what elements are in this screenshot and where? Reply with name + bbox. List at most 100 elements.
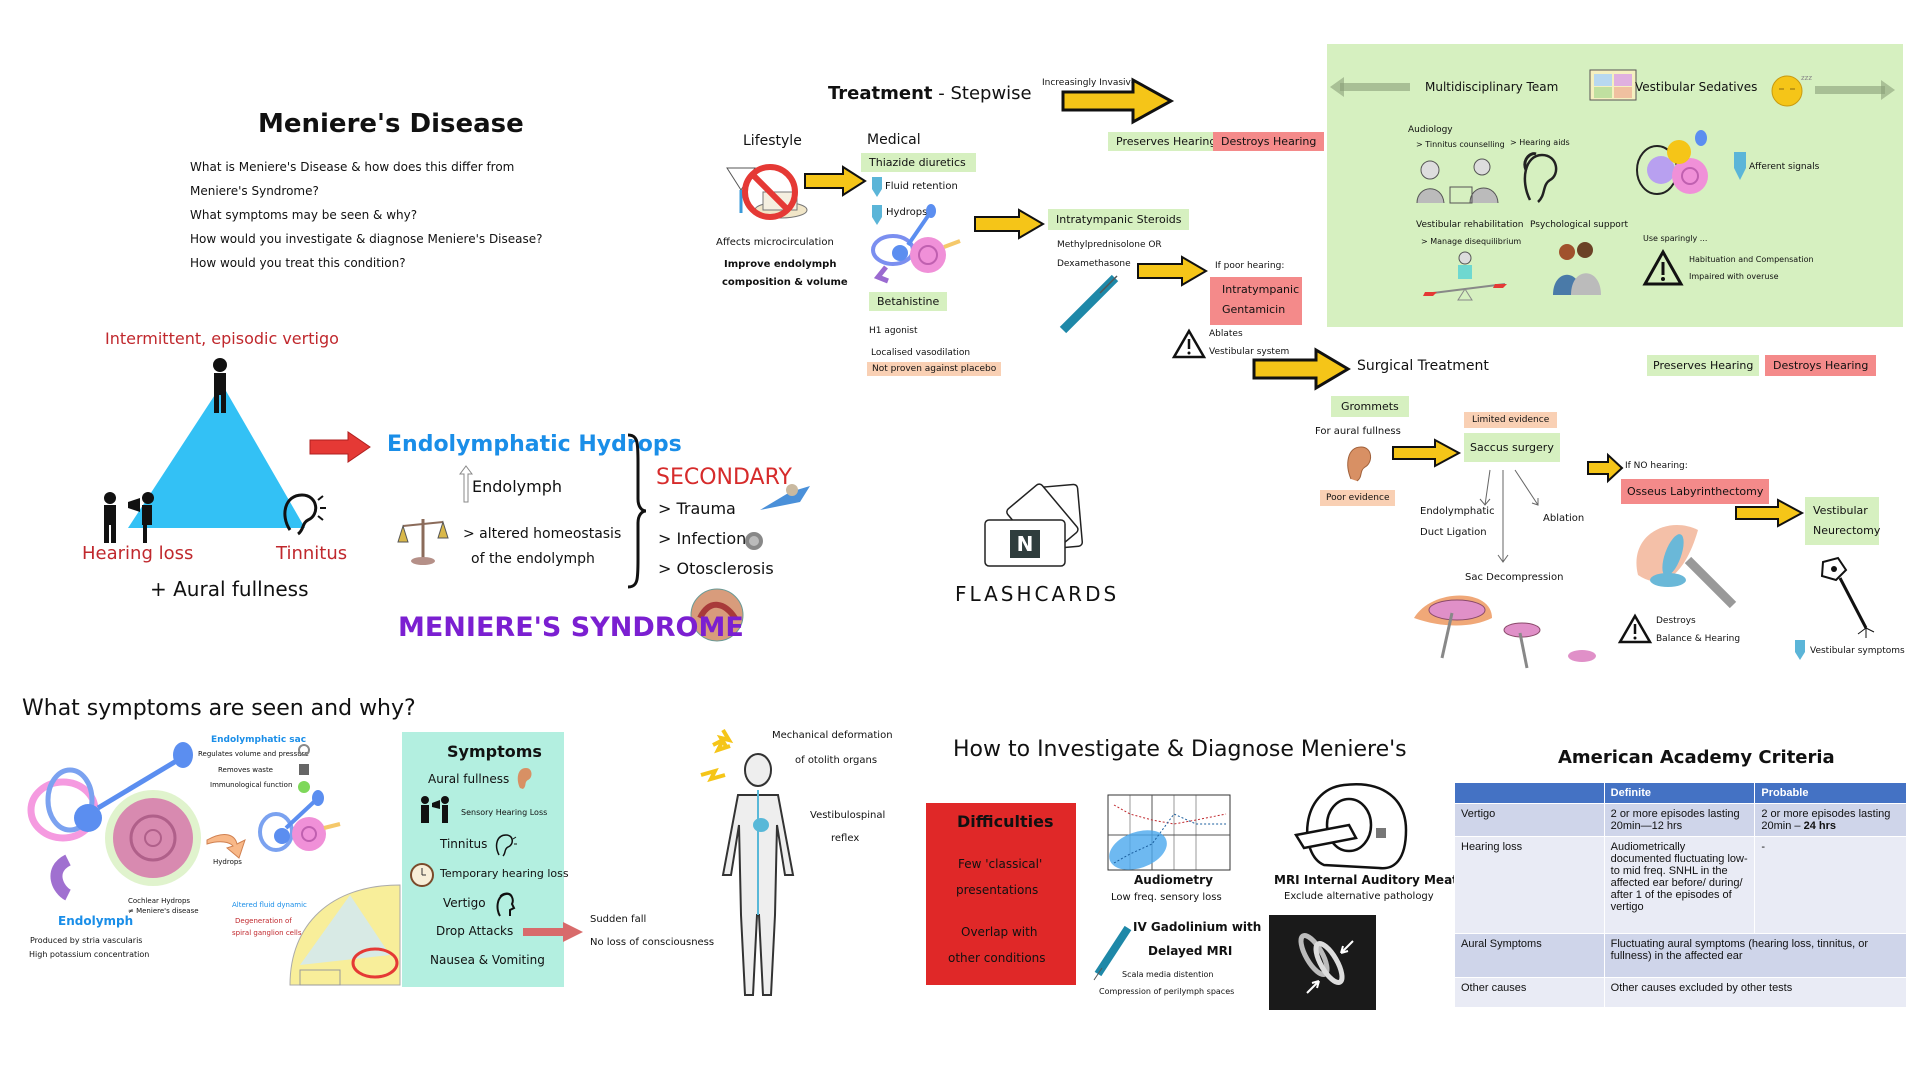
labyrinthectomy-box: Osseus Labyrinthectomy <box>1621 479 1770 504</box>
invasive-arrow-icon <box>1061 77 1175 125</box>
steroids-box: Intratympanic Steroids <box>1048 209 1190 230</box>
invasive-label: Increasingly Invasive <box>1042 78 1137 88</box>
altered-fluid-label: Altered fluid dynamic <box>232 901 307 909</box>
destroys-label-1: Destroys <box>1656 616 1696 626</box>
table-row: Hearing loss Audiometrically documented … <box>1454 836 1907 934</box>
poor-evidence-note: Poor evidence <box>1320 490 1396 506</box>
audiometry-note: Low freq. sensory loss <box>1111 892 1222 903</box>
hearing-aid-ear-icon <box>1523 152 1558 203</box>
cell-merged: Other causes excluded by other tests <box>1603 977 1908 1008</box>
vestibular-symptoms-label: Vestibular symptoms <box>1810 646 1905 656</box>
right-fade-arrow-icon <box>1815 80 1895 100</box>
h1-agonist-label: H1 agonist <box>869 326 918 336</box>
warning-icon <box>1617 613 1653 644</box>
arrow-labyrinthectomy-icon <box>1587 452 1624 484</box>
cochlear-hydrops-1: Cochlear Hydrops <box>128 897 191 905</box>
endolymph-title: Endolymph <box>58 914 134 928</box>
cell-probable: 2 or more episodes lasting 20min – 24 hr… <box>1754 803 1907 837</box>
vertigo-person-icon <box>213 358 227 413</box>
tinnitus-ear-icon <box>495 834 517 857</box>
table-header <box>1454 782 1605 804</box>
trauma-figure-icon <box>760 484 810 510</box>
question: How would you investigate & diagnose Men… <box>190 232 543 246</box>
scales-icon <box>397 519 449 565</box>
cell-merged: Fluctuating aural symptoms (hearing loss… <box>1603 933 1908 978</box>
habituation-label-1: Habituation and Compensation <box>1689 255 1814 264</box>
legend-destroys: Destroys Hearing <box>1213 132 1325 151</box>
gadolinium-note-1: Scala media distention <box>1122 970 1214 979</box>
neuron-icon <box>1820 556 1875 638</box>
difficulty-1b: presentations <box>956 883 1039 897</box>
down-arrow-icon <box>1795 640 1805 660</box>
ear-icon <box>1347 446 1371 482</box>
mri-scan-detail <box>1298 933 1354 994</box>
difficulty-1a: Few 'classical' <box>958 857 1043 871</box>
homeostasis-line-2: of the endolymph <box>471 551 595 567</box>
difficulty-2a: Overlap with <box>961 925 1038 939</box>
hearing-loss-icon <box>104 492 154 543</box>
arrow-saccus-icon <box>1392 438 1462 468</box>
labyrinthectomy-image <box>1636 525 1737 609</box>
aural-fullness-note: For aural fullness <box>1315 426 1401 437</box>
saccus-branch-arrows <box>1479 469 1539 563</box>
destroys-label-2: Balance & Hearing <box>1656 634 1741 644</box>
neurectomy-label-2: Neurectomy <box>1813 524 1881 537</box>
arrow-surgical-icon <box>1252 347 1351 391</box>
endolymph-label: Endolymph <box>472 477 562 496</box>
mechanical-label-2: of otolith organs <box>795 755 878 766</box>
video-call-icon <box>1589 69 1637 101</box>
surgical-title: Surgical Treatment <box>1357 358 1489 374</box>
legend-preserves: Preserves Hearing <box>1108 132 1225 151</box>
hydrops-label: Hydrops <box>886 207 928 218</box>
secondary-trauma: > Trauma <box>658 499 736 518</box>
sleeping-face-icon: zzz <box>1771 74 1812 107</box>
duct-ligation-1: Endolymphatic <box>1420 506 1495 517</box>
degeneration-label-1: Degeneration of <box>235 917 292 925</box>
homeostasis-line-1: > altered homeostasis <box>463 526 622 542</box>
audiology-label: Audiology <box>1408 125 1453 135</box>
arrow-steroids-gentamicin-icon <box>1137 255 1208 287</box>
fluid-retention-label: Fluid retention <box>885 181 958 192</box>
sac-function-3: Immunological function <box>210 781 293 789</box>
logo-mark: N <box>1017 532 1034 556</box>
table-row: Vertigo 2 or more episodes lasting 20min… <box>1454 803 1907 837</box>
poor-hearing-label: If poor hearing: <box>1215 261 1285 271</box>
habituation-label-2: Impaired with overuse <box>1689 272 1779 281</box>
table-header-row: Definite Probable <box>1454 782 1907 804</box>
hydrops-arrow-icon <box>206 834 246 859</box>
svg-text:zzz: zzz <box>1801 74 1812 82</box>
sac-function-icons <box>298 744 310 793</box>
sac-function-1: Regulates volume and pressure <box>198 750 309 758</box>
secondary-title: SECONDARY <box>656 465 792 490</box>
steroid-drug-1: Methylprednisolone OR <box>1057 240 1162 250</box>
gadolinium-label-2: Delayed MRI <box>1148 944 1233 958</box>
criteria-title: American Academy Criteria <box>1558 747 1835 768</box>
symptoms-box-title: Symptoms <box>447 742 542 761</box>
duct-ligation-2: Duct Ligation <box>1420 527 1487 538</box>
symptom-item: Tinnitus <box>440 837 488 851</box>
red-arrow-icon <box>309 431 371 463</box>
arrow-lifestyle-medical-icon <box>804 165 867 197</box>
endolymph-note-1: Produced by stria vascularis <box>30 936 143 945</box>
grommets-box: Grommets <box>1331 396 1409 417</box>
difficulties-box <box>926 803 1076 985</box>
syringe-icon <box>1093 925 1132 981</box>
sac-decompression-image <box>1414 595 1596 669</box>
psych-support-image <box>1553 242 1601 295</box>
symptom-item: Temporary hearing loss <box>440 867 569 880</box>
symptom-item: Sensory Hearing Loss <box>461 808 548 817</box>
hydrops-label: Hydrops <box>213 858 242 866</box>
gadolinium-note-2: Compression of perilymph spaces <box>1099 987 1235 996</box>
symptom-item: Nausea & Vomiting <box>430 953 545 967</box>
logo-text: FLASHCARDS <box>955 582 1120 606</box>
mri-note: Exclude alternative pathology <box>1284 891 1434 902</box>
table-row: Other causes Other causes excluded by ot… <box>1454 977 1908 1008</box>
triangle-shape <box>128 384 305 528</box>
difficulty-2b: other conditions <box>948 951 1046 965</box>
gadolinium-label-1: IV Gadolinium with <box>1133 920 1262 934</box>
gentamicin-label-2: Gentamicin <box>1222 303 1286 316</box>
question: What is Meniere's Disease & how does thi… <box>190 160 515 174</box>
difficulties-title: Difficulties <box>957 812 1054 831</box>
down-arrow-icon <box>872 205 882 225</box>
table-header: Probable <box>1754 782 1907 804</box>
